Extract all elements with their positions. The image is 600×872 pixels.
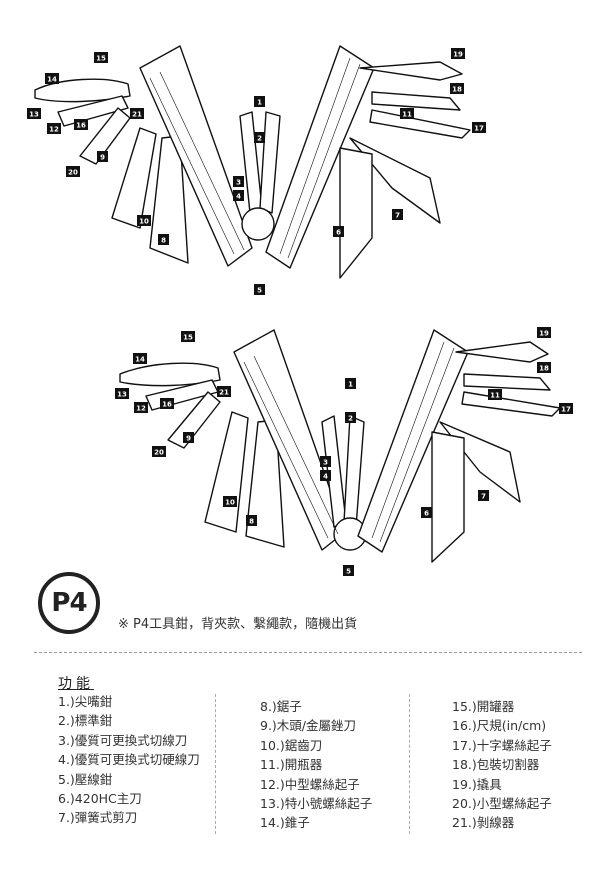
feature-item: 21.)剝線器 — [452, 815, 515, 831]
right-handle — [265, 45, 375, 269]
feature-item: 12.)中型螺絲起子 — [260, 776, 360, 792]
feature-item: 16.)尺規(in/cm) — [452, 718, 547, 734]
multitool-diagram-bottom: 1 2 3 4 5 6 7 8 9 10 11 12 13 14 15 16 1… — [0, 322, 600, 582]
callout-19: 19 — [539, 330, 549, 338]
callout-2: 2 — [257, 135, 262, 143]
features-column-2: 8.)鋸子 9.)木頭/金屬銼刀 10.)鋸齒刀 11.)開瓶器 12.)中型螺… — [260, 697, 372, 833]
feature-item: 6.)420HC主刀 — [58, 791, 142, 807]
multitool-diagram-top: 1 2 3 4 5 6 7 8 9 10 11 12 13 14 15 16 1… — [0, 38, 600, 298]
feature-item: 14.)錐子 — [260, 815, 310, 831]
callout-21: 21 — [219, 389, 229, 397]
callout-1: 1 — [257, 99, 262, 107]
needlenose-jaw-right — [259, 111, 281, 214]
pivot — [241, 207, 275, 241]
feature-item: 7.)彈簧式剪刀 — [58, 810, 138, 826]
callout-8: 8 — [161, 237, 166, 245]
multitool-illustration: 1 2 3 4 5 6 7 8 9 10 11 12 13 14 15 16 1… — [115, 327, 573, 576]
features-column-1: 1.)尖嘴鉗 2.)標準鉗 3.)優質可更換式切線刀 4.)優質可更換式切硬線刀… — [58, 692, 200, 828]
callout-11: 11 — [402, 111, 412, 119]
callout-13: 13 — [29, 111, 39, 119]
model-badge: P4 — [38, 572, 100, 634]
feature-item: 3.)優質可更換式切線刀 — [58, 732, 188, 748]
feature-item: 15.)開罐器 — [452, 699, 515, 714]
callout-1: 1 — [348, 381, 353, 389]
feature-item: 20.)小型螺絲起子 — [452, 796, 552, 812]
callout-20: 20 — [68, 169, 78, 177]
pry-tool — [359, 61, 463, 81]
feature-item: 5.)壓線鉗 — [58, 771, 113, 787]
package-opener — [371, 91, 461, 111]
callout-6: 6 — [336, 229, 341, 237]
callout-3: 3 — [323, 459, 328, 467]
callout-13: 13 — [117, 391, 127, 399]
feature-item: 10.)鋸齒刀 — [260, 737, 323, 753]
feature-item: 17.)十字螺絲起子 — [452, 737, 552, 753]
callout-17: 17 — [474, 125, 484, 133]
serrated-knife — [111, 127, 157, 229]
callout-17: 17 — [561, 406, 571, 414]
callout-10: 10 — [139, 218, 149, 226]
callout-19: 19 — [453, 51, 463, 59]
callout-18: 18 — [452, 86, 462, 94]
callout-9: 9 — [186, 435, 191, 443]
callout-4: 4 — [323, 473, 328, 481]
callout-4: 4 — [236, 193, 241, 201]
shipping-note: ※ P4工具鉗，背夾款、繫繩款，隨機出貨 — [118, 617, 358, 632]
callout-2: 2 — [348, 415, 353, 423]
feature-item: 2.)標準鉗 — [58, 713, 113, 729]
awl-tool — [34, 78, 131, 103]
callout-16: 16 — [76, 122, 86, 130]
callout-12: 12 — [49, 126, 59, 134]
feature-item: 9.)木頭/金屬銼刀 — [260, 718, 357, 734]
callout-16: 16 — [162, 401, 172, 409]
callout-6: 6 — [424, 510, 429, 518]
callout-15: 15 — [183, 334, 193, 342]
feature-item: 13.)特小號螺絲起子 — [260, 796, 373, 812]
callout-10: 10 — [225, 499, 235, 507]
column-separator — [409, 694, 410, 834]
feature-item: 8.)鋸子 — [260, 699, 302, 714]
callout-14: 14 — [47, 76, 57, 84]
feature-item: 4.)優質可更換式切硬線刀 — [58, 752, 200, 768]
column-separator — [215, 694, 216, 834]
features-column-3: 15.)開罐器 16.)尺規(in/cm) 17.)十字螺絲起子 18.)包裝切… — [452, 697, 552, 833]
feature-item: 11.)開瓶器 — [260, 757, 323, 773]
features-title: 功能 — [58, 676, 94, 692]
callout-9: 9 — [100, 154, 105, 162]
phillips-driver — [369, 109, 471, 139]
divider — [34, 652, 582, 653]
callout-12: 12 — [136, 405, 146, 413]
ruler-tool — [57, 95, 129, 127]
callout-3: 3 — [236, 179, 241, 187]
callout-8: 8 — [249, 518, 254, 526]
callout-21: 21 — [132, 111, 142, 119]
callout-5: 5 — [346, 568, 351, 576]
callout-14: 14 — [135, 356, 145, 364]
callout-20: 20 — [154, 449, 164, 457]
callout-7: 7 — [395, 212, 400, 220]
callout-11: 11 — [490, 392, 500, 400]
left-handle — [139, 45, 253, 267]
feature-item: 18.)包裝切割器 — [452, 757, 540, 773]
callout-15: 15 — [96, 55, 106, 63]
feature-item: 19.)撬具 — [452, 776, 502, 792]
callout-5: 5 — [257, 287, 262, 295]
main-knife — [339, 147, 373, 279]
callout-7: 7 — [481, 493, 486, 501]
feature-item: 1.)尖嘴鉗 — [58, 694, 113, 709]
callout-18: 18 — [539, 365, 549, 373]
multitool-illustration: 1 2 3 4 5 6 7 8 9 10 11 12 13 14 15 16 1… — [27, 45, 486, 295]
